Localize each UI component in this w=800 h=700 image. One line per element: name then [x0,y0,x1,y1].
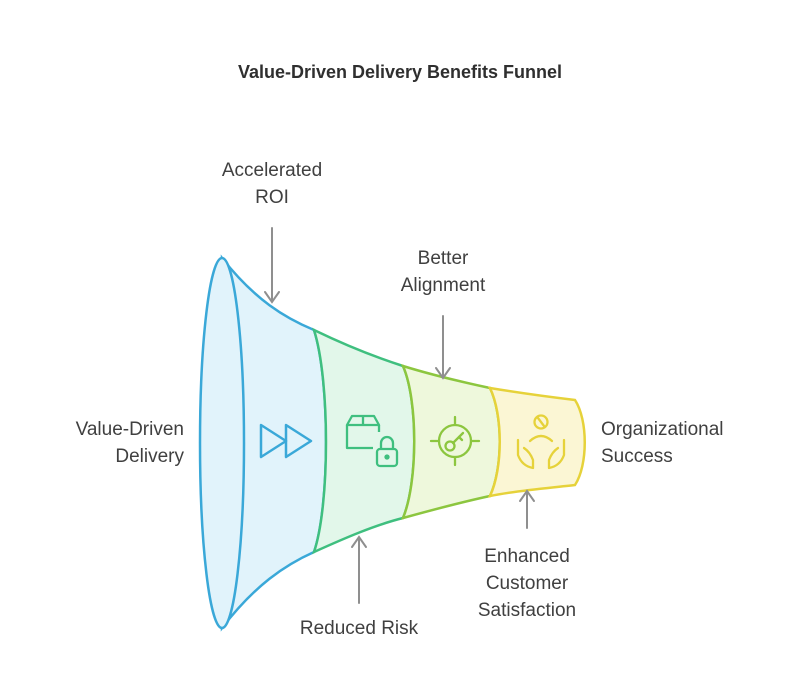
funnel-mouth [198,256,246,630]
label-accelerated-roi: Accelerated ROI [221,160,323,208]
funnel-segment-2 [311,327,416,555]
arrow-reduced-risk [351,535,367,604]
funnel-segment-4 [487,386,586,498]
arrow-accelerated-roi [264,227,280,304]
arrow-enhanced-satisfaction [519,489,535,529]
label-value-driven-delivery: Value-Driven Delivery [75,419,184,467]
target-key-icon [429,415,481,467]
annotation-arrows [264,227,535,604]
label-organizational-success: Organizational Success [601,419,724,467]
label-reduced-risk: Reduced Risk [299,618,419,639]
fast-forward-icon [259,423,313,459]
diagram-title: Value-Driven Delivery Benefits Funnel [237,62,563,82]
label-enhanced-customer-satisfaction: Enhanced Customer Satisfaction [477,546,577,621]
hands-person-icon [516,414,566,470]
label-better-alignment: Better Alignment [400,248,486,296]
package-lock-icon [345,414,399,468]
arrow-better-alignment [435,315,451,380]
